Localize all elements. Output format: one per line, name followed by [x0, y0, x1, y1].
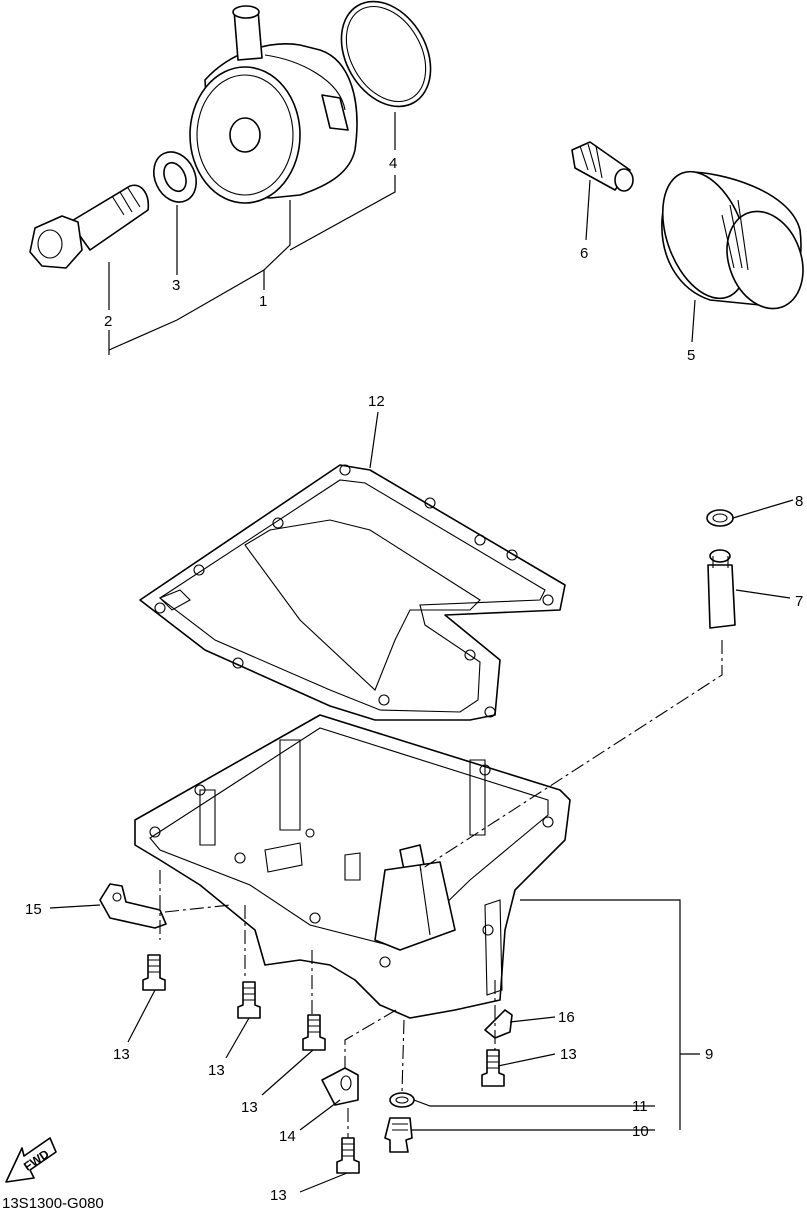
- callout-13: 13: [208, 1062, 225, 1079]
- o-ring: [340, 0, 432, 108]
- gasket: [153, 151, 197, 203]
- bracket: [99, 883, 167, 929]
- washer-8: [706, 509, 734, 527]
- alignment-lines: [159, 640, 723, 1138]
- callout-13: 13: [113, 1046, 130, 1063]
- callout-labels: 1 2 3 4 5 6 7 8 9 10 11 12 13 13 13 13 1…: [25, 155, 803, 1204]
- callout-14: 14: [279, 1128, 296, 1145]
- bolts: [142, 954, 505, 1174]
- oil-pan: [134, 714, 571, 1019]
- leader-lines: [49, 112, 794, 1193]
- callout-13: 13: [241, 1099, 258, 1116]
- clamp: [484, 1009, 513, 1039]
- callout-11: 11: [632, 1098, 648, 1115]
- callout-6: 6: [580, 245, 588, 262]
- callout-12: 12: [368, 393, 385, 410]
- callout-13: 13: [560, 1046, 577, 1063]
- callout-13: 13: [270, 1187, 287, 1204]
- diagram-code: 13S1300-G080: [2, 1195, 104, 1212]
- fitting: [571, 141, 634, 192]
- oil-cooler: [189, 5, 358, 204]
- drain-plug: [384, 1117, 413, 1153]
- forward-arrow-icon: FWD: [5, 1137, 57, 1183]
- callout-7: 7: [795, 593, 803, 610]
- washer-11: [389, 1092, 415, 1108]
- callout-3: 3: [172, 277, 180, 294]
- callout-15: 15: [25, 901, 42, 918]
- callout-9: 9: [705, 1046, 713, 1063]
- callout-4: 4: [389, 155, 397, 172]
- damper: [321, 1067, 359, 1106]
- union-bolt: [29, 184, 150, 269]
- oil-pan-gasket: [139, 464, 566, 721]
- oil-filter: [661, 170, 804, 310]
- callout-16: 16: [558, 1009, 575, 1026]
- callout-8: 8: [795, 493, 803, 510]
- callout-5: 5: [687, 347, 695, 364]
- pipe: [707, 549, 736, 629]
- callout-10: 10: [632, 1123, 649, 1140]
- callout-1: 1: [259, 293, 267, 310]
- callout-2: 2: [104, 313, 112, 330]
